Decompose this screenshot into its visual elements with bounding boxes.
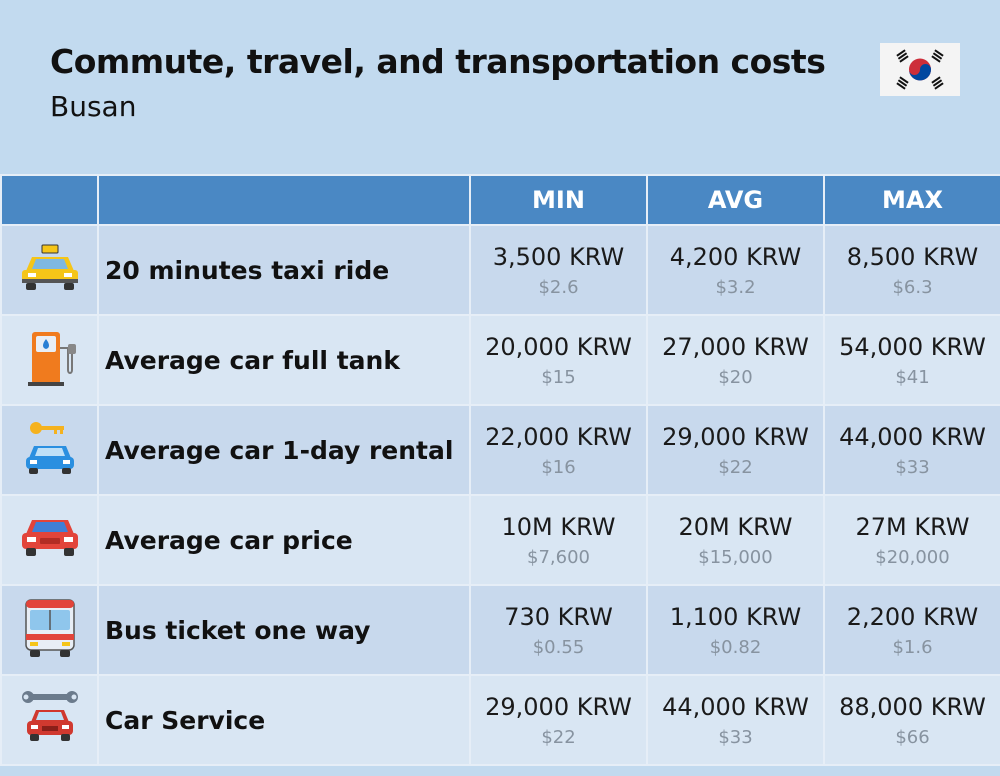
min-usd: $16 [541, 456, 576, 478]
min-value-cell: 3,500 KRW $2.6 [469, 224, 648, 316]
avg-usd: $20 [718, 366, 753, 388]
header: Commute, travel, and transportation cost… [0, 0, 1000, 174]
min-usd: $7,600 [527, 546, 590, 568]
avg-usd: $33 [718, 726, 753, 748]
car-icon [18, 512, 82, 568]
min-value-cell: 22,000 KRW $16 [469, 404, 648, 496]
max-column-header: MAX [823, 174, 1000, 226]
avg-krw: 44,000 KRW [662, 692, 809, 721]
avg-value-cell: 44,000 KRW $33 [646, 674, 825, 766]
avg-krw: 27,000 KRW [662, 332, 809, 361]
min-value-cell: 10M KRW $7,600 [469, 494, 648, 586]
max-value-cell: 88,000 KRW $66 [823, 674, 1000, 766]
fuel-pump-icon [18, 326, 82, 394]
south-korea-flag-icon [880, 43, 960, 96]
min-krw: 29,000 KRW [485, 692, 632, 721]
avg-krw: 4,200 KRW [669, 242, 802, 271]
row-icon-cell [0, 314, 99, 406]
avg-value-cell: 1,100 KRW $0.82 [646, 584, 825, 676]
car-service-icon [18, 686, 82, 754]
car-rental-icon [20, 418, 80, 482]
max-value-cell: 8,500 KRW $6.3 [823, 224, 1000, 316]
table-row: Bus ticket one way 730 KRW $0.55 1,100 KR… [0, 584, 1000, 676]
max-usd: $1.6 [892, 636, 933, 658]
max-krw: 44,000 KRW [839, 422, 986, 451]
cost-table: MIN AVG MAX [0, 174, 1000, 766]
item-column-header [97, 174, 471, 226]
avg-value-cell: 27,000 KRW $20 [646, 314, 825, 406]
avg-column-header: AVG [646, 174, 825, 226]
avg-value-cell: 20M KRW $15,000 [646, 494, 825, 586]
avg-usd: $0.82 [709, 636, 762, 658]
row-label: Average car 1-day rental [97, 404, 471, 496]
max-krw: 27M KRW [855, 512, 970, 541]
min-usd: $0.55 [532, 636, 585, 658]
table-row: 20 minutes taxi ride 3,500 KRW $2.6 4,200… [0, 224, 1000, 316]
avg-usd: $3.2 [715, 276, 756, 298]
icon-column-header [0, 174, 99, 226]
max-value-cell: 54,000 KRW $41 [823, 314, 1000, 406]
row-label: Average car price [97, 494, 471, 586]
row-icon-cell [0, 494, 99, 586]
bus-icon [18, 596, 82, 664]
row-icon-cell [0, 224, 99, 316]
table-row: Average car full tank 20,000 KRW $15 27,0… [0, 314, 1000, 406]
min-krw: 22,000 KRW [485, 422, 632, 451]
min-krw: 3,500 KRW [492, 242, 625, 271]
min-column-header: MIN [469, 174, 648, 226]
table-row: Average car 1-day rental 22,000 KRW $16 2… [0, 404, 1000, 496]
min-usd: $15 [541, 366, 576, 388]
max-krw: 54,000 KRW [839, 332, 986, 361]
avg-krw: 1,100 KRW [669, 602, 802, 631]
min-usd: $2.6 [538, 276, 579, 298]
city-subtitle: Busan [50, 90, 137, 123]
table-row: Average car price 10M KRW $7,600 20M KRW $… [0, 494, 1000, 586]
page-title: Commute, travel, and transportation cost… [50, 42, 826, 81]
table-header-row: MIN AVG MAX [0, 174, 1000, 226]
avg-usd: $22 [718, 456, 753, 478]
row-label: Average car full tank [97, 314, 471, 406]
max-usd: $20,000 [875, 546, 950, 568]
max-value-cell: 44,000 KRW $33 [823, 404, 1000, 496]
row-label: 20 minutes taxi ride [97, 224, 471, 316]
max-krw: 88,000 KRW [839, 692, 986, 721]
avg-usd: $15,000 [698, 546, 773, 568]
min-krw: 730 KRW [504, 602, 613, 631]
min-value-cell: 29,000 KRW $22 [469, 674, 648, 766]
max-krw: 8,500 KRW [846, 242, 979, 271]
avg-value-cell: 4,200 KRW $3.2 [646, 224, 825, 316]
min-krw: 20,000 KRW [485, 332, 632, 361]
max-usd: $6.3 [892, 276, 933, 298]
row-icon-cell [0, 584, 99, 676]
table-row: Car Service 29,000 KRW$22 44,000 KRW$33 … [0, 674, 1000, 766]
max-usd: $33 [895, 456, 930, 478]
taxi-icon [18, 243, 82, 297]
row-label: Bus ticket one way [97, 584, 471, 676]
max-krw: 2,200 KRW [846, 602, 979, 631]
max-usd: $41 [895, 366, 930, 388]
row-label: Car Service [97, 674, 471, 766]
max-value-cell: 2,200 KRW $1.6 [823, 584, 1000, 676]
avg-value-cell: 29,000 KRW $22 [646, 404, 825, 496]
min-value-cell: 730 KRW $0.55 [469, 584, 648, 676]
min-usd: $22 [541, 726, 576, 748]
max-value-cell: 27M KRW $20,000 [823, 494, 1000, 586]
row-icon-cell [0, 674, 99, 766]
max-usd: $66 [895, 726, 930, 748]
avg-krw: 29,000 KRW [662, 422, 809, 451]
row-icon-cell [0, 404, 99, 496]
min-value-cell: 20,000 KRW $15 [469, 314, 648, 406]
min-krw: 10M KRW [501, 512, 616, 541]
avg-krw: 20M KRW [678, 512, 793, 541]
